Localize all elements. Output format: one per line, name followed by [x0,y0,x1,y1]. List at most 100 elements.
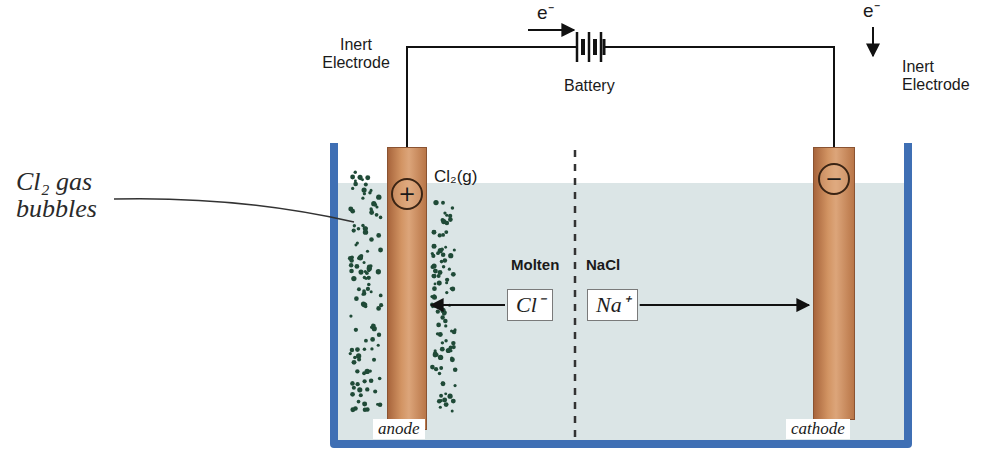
gas-bubble [445,291,448,294]
gas-bubble [361,178,364,181]
gas-bubble [440,347,445,352]
gas-bubble [376,403,379,406]
gas-bubble [363,261,366,264]
gas-bubble [373,389,377,393]
gas-bubble [354,243,357,246]
gas-bubble [369,237,374,242]
gas-bubble [445,214,448,217]
gas-bubble [349,314,352,317]
gas-bubble [443,258,448,263]
gas-bubble [350,392,355,397]
annotation: Cl₂ gas bubbles [16,168,166,223]
gas-bubble [362,188,367,193]
gas-bubble [444,402,449,407]
gas-bubble [373,203,377,207]
part-label: Inert Electrode [902,58,994,95]
polarity-circle: − [818,163,850,195]
gas-bubble [354,328,358,332]
gas-bubble [451,399,456,404]
gas-bubble [363,348,367,352]
gas-bubble [441,341,444,344]
gas-bubble [451,341,455,345]
gas-bubble [453,248,456,251]
gas-bubble [370,337,375,342]
gas-bubble [370,290,373,293]
ion-box: Na⁺ [587,289,638,321]
gas-bubble [453,384,456,387]
gas-bubble [450,357,455,362]
gas-bubble [431,254,435,258]
gas-bubble [448,217,453,222]
electron-arrow [528,29,574,31]
gas-bubble [440,308,445,313]
gas-bubble [351,187,354,190]
polarity-sign: + [398,184,416,205]
gas-bubble [365,175,370,180]
gas-bubble [444,339,447,342]
gas-bubble [357,400,361,404]
gas-bubble [441,201,445,205]
gas-bubble [352,228,356,232]
ion-box: Cl⁻ [507,289,553,321]
gas-bubble [431,265,435,269]
gas-bubble [350,381,355,386]
gas-bubble [349,352,352,355]
substance-label: NaCl [586,256,620,274]
gas-bubble [451,409,454,412]
gas-bubble [377,344,380,347]
gas-bubble [365,387,369,391]
gas-bubble [350,209,355,214]
gas-bubble [376,269,381,274]
gas-bubble [434,283,437,286]
gas-bubble [434,349,437,352]
gas-bubble [365,271,369,275]
gas-bubble [432,286,437,291]
gas-bubble [362,402,367,407]
gas-bubble [377,333,381,337]
gas-bubble [369,210,374,215]
gas-bubble [350,348,354,352]
gas-bubble [371,201,376,206]
gas-bubble [434,367,438,371]
gas-bubble [433,269,438,274]
gas-bubble [448,394,453,399]
gas-bubble [358,255,363,260]
gas-bubble [445,278,449,282]
gas-bubble [369,369,372,372]
gas-bubble [370,347,373,350]
gas-bubble [379,216,383,220]
gas-bubble [354,296,359,301]
gas-bubble [437,399,441,403]
gas-bubble [350,407,355,412]
gas-bubble [366,250,369,253]
gas-bubble [451,272,456,277]
ion-label: Na⁺ [596,292,629,317]
gas-bubble [454,328,457,331]
gas-bubble [444,230,448,234]
polarity-circle: + [391,178,423,210]
gas-bubble [349,258,353,262]
gas-bubble [354,180,357,183]
gas-bubble [354,264,359,269]
gas-bubble [450,329,453,332]
electron-arrow [872,27,874,56]
electrode-name: anode [373,419,425,439]
gas-bubble [453,367,458,372]
divider-line [574,150,577,438]
gas-bubble [357,287,361,291]
gas-bubble [437,281,442,286]
gas-bubble [364,182,368,186]
gas-bubble [444,392,447,395]
gas-bubble [440,315,444,319]
gas-bubble [376,306,381,311]
gas-bubble [451,206,455,210]
gas-bubble [376,194,381,199]
gas-bubble [363,229,368,234]
gas-bubble [444,324,447,327]
gas-bubble [436,251,440,255]
gas-bubble [440,247,444,251]
electrode: + [387,147,427,430]
substance-label: Molten [511,256,559,274]
gas-bubble [441,233,445,237]
